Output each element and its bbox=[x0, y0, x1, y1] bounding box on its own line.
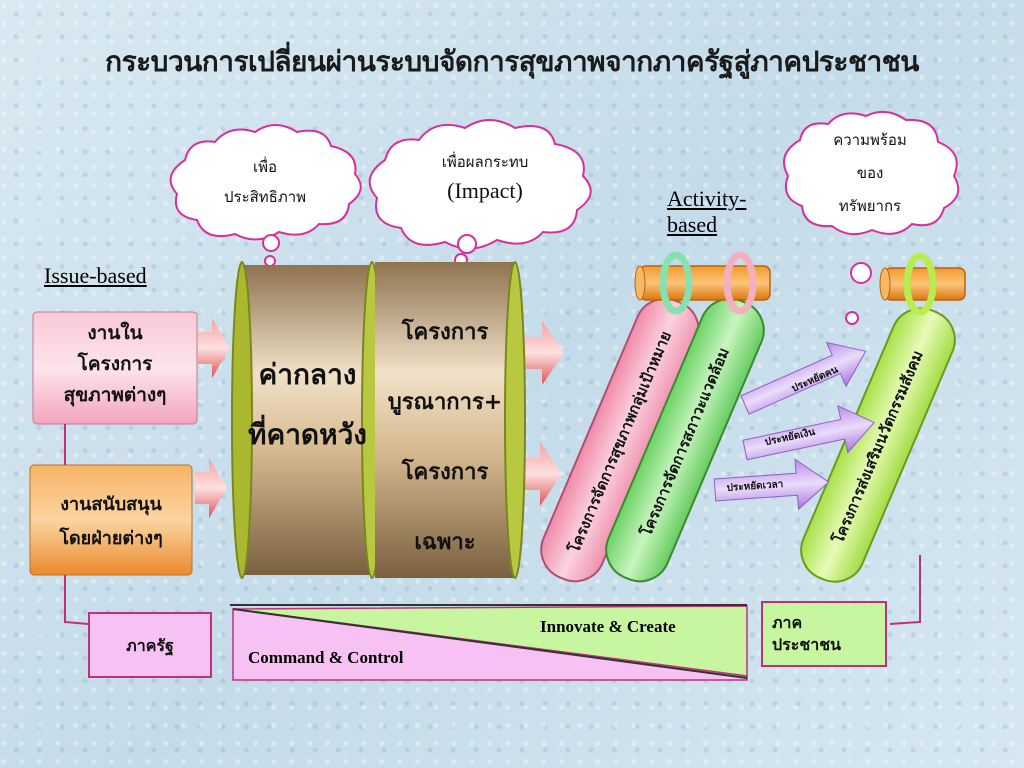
cylinder-projects-line1: โครงการ bbox=[401, 320, 489, 345]
cloud-resources-line3: ทรัพยากร bbox=[838, 197, 902, 215]
connector-left-bottom bbox=[64, 575, 89, 625]
cloud-resources-line1: ความพร้อม bbox=[833, 131, 907, 149]
support-text: งานสนับสนุน โดยฝ่ายต่างๆ bbox=[30, 488, 192, 556]
state-sector-box bbox=[88, 612, 212, 678]
purple-arrow-money bbox=[742, 404, 875, 461]
cylinder-values-line2: ที่คาดหวัง bbox=[248, 418, 367, 451]
cloud-impact-line2: (Impact) bbox=[447, 178, 523, 203]
cylinder-projects-line3: โครงการเฉพาะ bbox=[401, 460, 489, 555]
support-line1: งานสนับสนุน bbox=[60, 494, 162, 515]
health-projects-line1: งานใน bbox=[87, 322, 143, 344]
red-arrow-3 bbox=[524, 321, 564, 385]
cylinder-projects-text: โครงการ บูรณาการ+ โครงการเฉพาะ bbox=[378, 298, 512, 578]
orange-bar-activity bbox=[634, 251, 771, 315]
public-sector-text: ภาค ประชาชน bbox=[772, 612, 882, 656]
cylinder-projects bbox=[375, 261, 526, 579]
cloud-efficiency-line1: เพื่อ bbox=[252, 158, 278, 176]
cloud-resources bbox=[783, 110, 960, 358]
cylinder-values bbox=[231, 261, 383, 579]
health-projects-line2: โครงการ bbox=[77, 353, 153, 375]
cloud-resources-line2: ของ bbox=[856, 164, 884, 182]
cloud-resources-text: ความพร้อม ของ ทรัพยากร bbox=[810, 124, 930, 223]
state-sector-text: ภาครัฐ bbox=[126, 636, 174, 655]
health-projects-line3: สุขภาพต่างๆ bbox=[63, 384, 167, 406]
public-sector-line2: ประชาชน bbox=[772, 635, 841, 654]
scroll-environment bbox=[605, 297, 765, 583]
cloud-efficiency-text: เพื่อ ประสิทธิภาพ bbox=[200, 152, 330, 212]
cylinder-values-text: ค่ากลาง ที่คาดหวัง bbox=[245, 345, 370, 465]
cloud-efficiency-line2: ประสิทธิภาพ bbox=[223, 188, 307, 206]
command-text: Command & Control bbox=[248, 648, 404, 667]
purple-arrow-time bbox=[713, 458, 830, 511]
support-box bbox=[29, 464, 193, 576]
issue-based-label: Issue-based bbox=[44, 263, 147, 288]
connector-right-bottom bbox=[889, 555, 921, 625]
innovate-text: Innovate & Create bbox=[540, 617, 676, 636]
red-arrow-1 bbox=[198, 318, 230, 378]
control-innovate-wedge bbox=[230, 604, 748, 681]
cloud-impact-text: เพื่อผลกระทบ (Impact) bbox=[400, 148, 570, 206]
activity-based-line1: Activity- bbox=[667, 186, 747, 211]
orange-bar-social bbox=[879, 252, 966, 316]
cylinder-projects-line2: บูรณาการ+ bbox=[387, 390, 503, 415]
public-sector-box bbox=[761, 601, 887, 667]
health-projects-box bbox=[32, 311, 198, 425]
activity-based-line2: based bbox=[667, 212, 718, 237]
cylinder-values-line1: ค่ากลาง bbox=[258, 358, 357, 391]
activity-based-label: Activity- based bbox=[667, 186, 746, 238]
purple-arrow-people bbox=[740, 341, 867, 415]
health-projects-text: งานใน โครงการ สุขภาพต่างๆ bbox=[33, 318, 197, 411]
red-arrow-2 bbox=[195, 458, 227, 518]
red-arrow-4 bbox=[522, 442, 562, 506]
page-title: กระบวนการเปลี่ยนผ่านระบบจัดการสุขภาพจากภ… bbox=[105, 45, 919, 78]
public-sector-line1: ภาค bbox=[772, 613, 803, 632]
support-line2: โดยฝ่ายต่างๆ bbox=[59, 528, 163, 549]
cloud-impact-line1: เพื่อผลกระทบ bbox=[441, 153, 529, 171]
